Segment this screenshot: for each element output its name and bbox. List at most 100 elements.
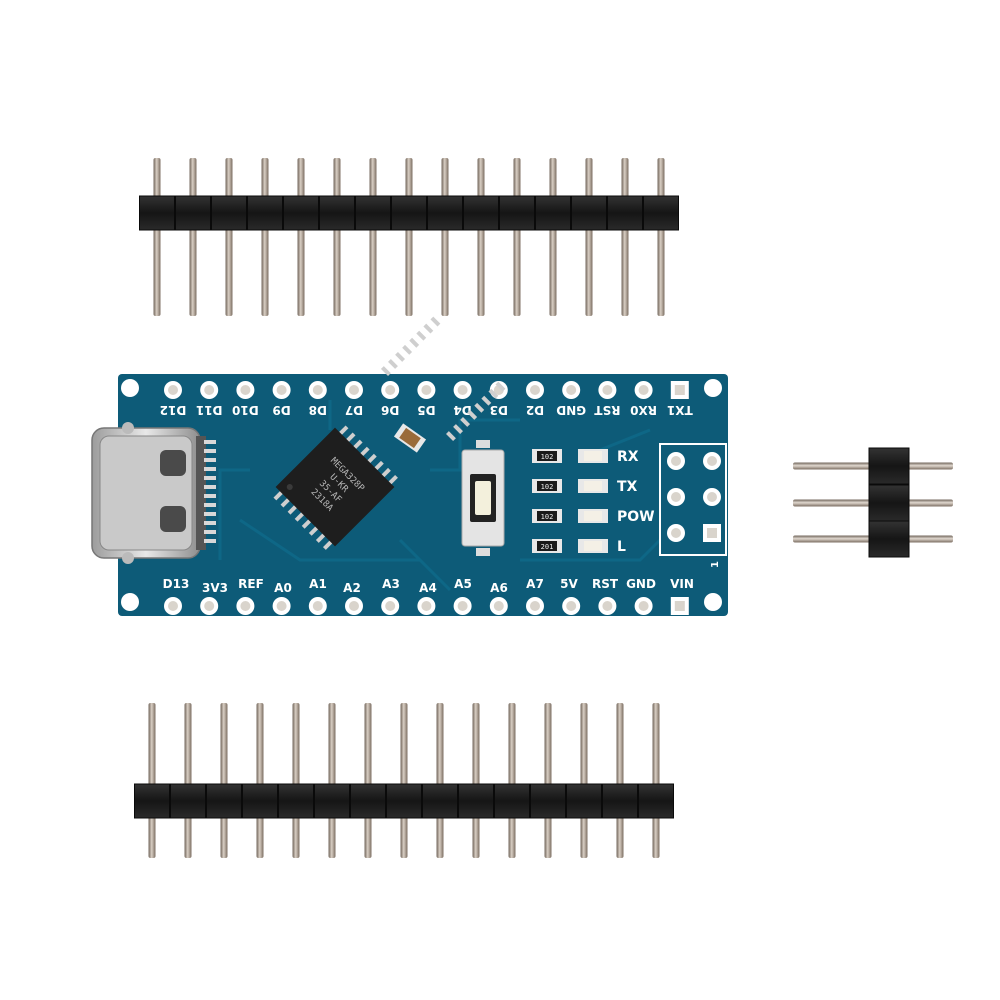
header-plastic-block bbox=[319, 195, 355, 231]
icsp-hole bbox=[671, 492, 681, 502]
header-pin bbox=[508, 703, 516, 858]
led-lens bbox=[584, 541, 602, 551]
pin-hole bbox=[276, 601, 287, 611]
pin-hole bbox=[566, 601, 577, 611]
chip-leg bbox=[294, 511, 305, 522]
header-pin bbox=[400, 703, 408, 858]
header-pin bbox=[616, 703, 624, 858]
chip-leg bbox=[388, 359, 398, 369]
chip-leg bbox=[446, 431, 456, 442]
led-label: TX bbox=[617, 479, 638, 495]
pin-hole bbox=[385, 601, 396, 611]
top-pin-label: GND bbox=[556, 403, 586, 417]
header-pin bbox=[292, 703, 300, 858]
chip-leg bbox=[488, 388, 499, 399]
mount-hole bbox=[121, 379, 139, 397]
bottom-pad-row bbox=[164, 597, 689, 615]
pcb bbox=[118, 374, 728, 616]
chip-leg bbox=[280, 497, 291, 508]
header-pin bbox=[153, 158, 161, 316]
chip-leg bbox=[395, 351, 406, 362]
usb-solder-pin bbox=[204, 494, 216, 498]
header-pin bbox=[544, 703, 552, 858]
pin-hole bbox=[204, 385, 215, 395]
pin-hole bbox=[349, 601, 359, 611]
bottom-pin-label: GND bbox=[626, 577, 656, 591]
header-pin bbox=[477, 158, 485, 316]
header-pin bbox=[436, 703, 444, 858]
header-plastic-block bbox=[530, 783, 566, 819]
pin-hole bbox=[638, 385, 649, 395]
chip-leg bbox=[322, 540, 333, 550]
header-pin bbox=[472, 703, 480, 858]
header-plastic-block bbox=[391, 195, 427, 231]
header-plastic-block bbox=[494, 783, 530, 819]
usb-solder-pin bbox=[204, 539, 216, 543]
header-pin bbox=[441, 158, 449, 316]
usb-solder-pin bbox=[204, 503, 216, 507]
mount-hole bbox=[704, 593, 722, 611]
top-pin-label: D2 bbox=[526, 403, 544, 417]
chip-leg bbox=[380, 366, 391, 376]
bottom-pin-label: D13 bbox=[163, 577, 190, 591]
header-plastic-block bbox=[427, 195, 463, 231]
icsp-header: 1 bbox=[659, 443, 727, 568]
header-pin bbox=[580, 703, 588, 858]
chip-leg bbox=[495, 381, 506, 392]
led-lens bbox=[584, 451, 602, 461]
bottom-pin-label: A6 bbox=[490, 581, 508, 595]
pin-hole bbox=[602, 385, 613, 395]
pin-hole bbox=[421, 385, 432, 395]
header-plastic-block bbox=[139, 195, 175, 231]
pin-hole bbox=[457, 385, 468, 395]
header-plastic-block bbox=[868, 447, 910, 485]
pin-hole bbox=[493, 601, 504, 611]
header-pin bbox=[256, 703, 264, 858]
header-plastic-block bbox=[175, 195, 211, 231]
header-plastic-block bbox=[206, 783, 242, 819]
pin-hole bbox=[204, 601, 215, 611]
usb-solder-pin bbox=[204, 476, 216, 480]
top-pin-label: D4 bbox=[453, 403, 471, 417]
header-plastic-block bbox=[170, 783, 206, 819]
header-plastic-block bbox=[283, 195, 319, 231]
header-pin bbox=[297, 158, 305, 316]
header-plastic-block bbox=[211, 195, 247, 231]
usb-solder-pin bbox=[204, 467, 216, 471]
header-plastic-block bbox=[463, 195, 499, 231]
header-pin bbox=[405, 158, 413, 316]
top-pin-label: RST bbox=[594, 403, 621, 417]
bottom-pin-label: VIN bbox=[670, 577, 694, 591]
resistor-body bbox=[537, 451, 557, 461]
bottom-pin-label: 5V bbox=[560, 577, 578, 591]
chip-leg bbox=[402, 344, 413, 355]
header-plastic-block bbox=[566, 783, 602, 819]
led-label: POW bbox=[617, 509, 655, 525]
header-plastic-block bbox=[868, 484, 910, 522]
pin-hole bbox=[602, 601, 613, 611]
chip-leg bbox=[345, 432, 356, 443]
resistor-code: 201 bbox=[541, 543, 554, 551]
chip-leg bbox=[467, 409, 478, 420]
header-pin bbox=[148, 703, 156, 858]
pin-hole bbox=[240, 601, 251, 611]
chip-leg bbox=[430, 316, 441, 327]
top-pin-header bbox=[139, 158, 679, 316]
small-3pin-header bbox=[793, 447, 953, 558]
bottom-pin-label: A2 bbox=[343, 581, 361, 595]
chip-leg bbox=[481, 395, 492, 406]
icsp-hole bbox=[707, 492, 717, 502]
header-pin bbox=[220, 703, 228, 858]
header-pin bbox=[184, 703, 192, 858]
header-plastic-block bbox=[242, 783, 278, 819]
led-label: L bbox=[617, 539, 626, 555]
top-pin-label: D6 bbox=[381, 403, 399, 417]
smd-capacitor bbox=[393, 423, 427, 453]
bottom-pin-label: A3 bbox=[382, 577, 400, 591]
resistor-code: 102 bbox=[541, 453, 554, 461]
header-pin bbox=[225, 158, 233, 316]
top-pin-label: D8 bbox=[309, 403, 327, 417]
